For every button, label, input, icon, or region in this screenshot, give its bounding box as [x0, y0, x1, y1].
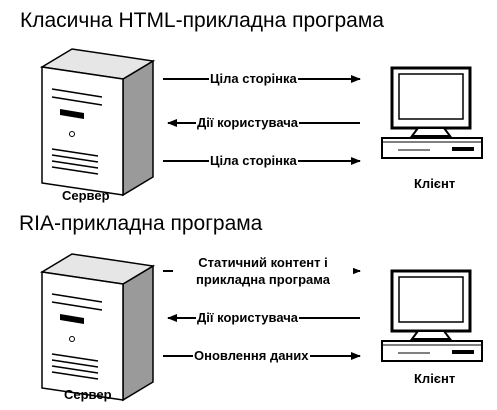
- client-computer-icon-bottom: [380, 269, 484, 363]
- server-icon-bottom: [41, 253, 154, 401]
- arrow-2-1-label-line2: прикладна програма: [196, 272, 330, 287]
- arrow-2-3-label: Оновлення даних: [193, 348, 310, 364]
- client-computer-icon-top: [380, 66, 484, 160]
- arrow-2-1-label-line1: Статичний контент і: [198, 255, 328, 270]
- arrow-2-1-label: Статичний контент і прикладна програма: [173, 254, 353, 288]
- server-label-top: Сервер: [62, 188, 110, 203]
- server-icon-top: [41, 48, 154, 196]
- section2-title: RIA-прикладна програма: [19, 212, 263, 235]
- arrow-2-2-label: Дії користувача: [196, 310, 300, 326]
- client-label-bottom: Клієнт: [414, 371, 456, 386]
- arrow-1-2-label: Дії користувача: [196, 115, 300, 131]
- arrow-1-1-label: Ціла сторінка: [209, 71, 298, 87]
- arrow-1-3-label: Ціла сторінка: [209, 153, 298, 169]
- client-label-top: Клієнт: [414, 176, 456, 191]
- server-label-bottom: Сервер: [64, 387, 112, 402]
- section1-title: Класична HTML-прикладна програма: [20, 9, 384, 32]
